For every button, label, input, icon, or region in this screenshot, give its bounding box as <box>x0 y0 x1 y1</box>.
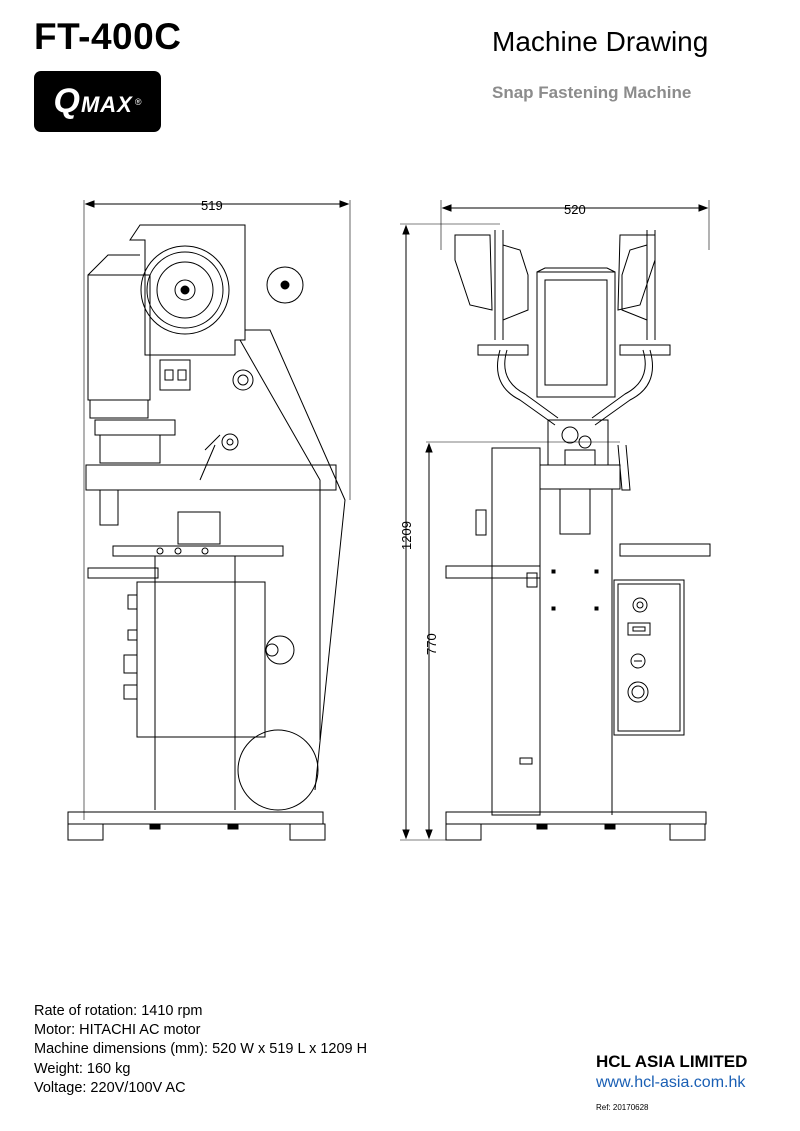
company-name: HCL ASIA LIMITED <box>596 1052 748 1071</box>
side-view: 519 <box>67 198 351 841</box>
logo-wordmark: QMAX <box>53 82 133 120</box>
dim-label-table-height: 770 <box>424 633 439 655</box>
spec-dimensions: Machine dimensions (mm): 520 W x 519 L x… <box>34 1041 368 1058</box>
spec-list: Rate of rotation: 1410 rpm Motor: HITACH… <box>34 1002 367 1098</box>
spec-rotation: Rate of rotation: 1410 rpm <box>34 1003 203 1019</box>
website-link[interactable]: www.hcl-asia.com.hk <box>596 1074 746 1091</box>
drawing-title: Machine Drawing <box>492 26 709 57</box>
spec-weight: Weight: 160 kg <box>34 1060 131 1077</box>
front-view: 520 1209 770 <box>399 200 711 841</box>
spec-voltage: Voltage: 220V/100V AC <box>34 1079 186 1096</box>
model-title: FT-400C <box>34 16 182 57</box>
machine-subtitle: Snap Fastening Machine <box>492 83 692 102</box>
logo-registered-mark: ® <box>134 96 142 107</box>
dim-label-length: 519 <box>201 198 223 213</box>
machine-drawing: 519 <box>67 198 711 841</box>
reference-number: Ref: 20170628 <box>596 1103 649 1112</box>
dim-label-height: 1209 <box>399 521 414 550</box>
dim-line-width <box>440 200 710 250</box>
dim-label-width: 520 <box>564 202 586 217</box>
qmax-logo: QMAX® <box>34 71 161 132</box>
dim-line-height <box>400 223 500 841</box>
spec-motor: Motor: HITACHI AC motor <box>34 1022 201 1039</box>
dim-line-table-height <box>425 441 620 840</box>
dim-line-length <box>83 200 351 820</box>
